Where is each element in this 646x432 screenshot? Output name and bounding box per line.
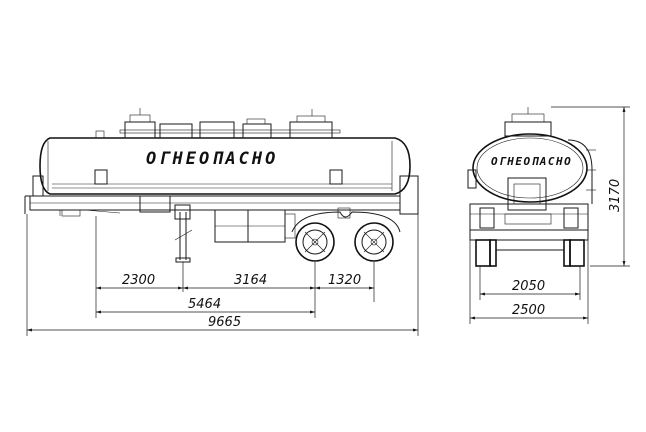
- side-view: ОГНЕОПАСНО: [24, 108, 419, 336]
- dimension-2300: 2300: [122, 273, 155, 288]
- wheel-fenders: [291, 211, 401, 233]
- dimension-9665: 9665: [208, 315, 241, 330]
- rear-side-fitting: [467, 169, 477, 189]
- side-warning-label: ОГНЕОПАСНО: [146, 149, 278, 169]
- side-bracket-left: [94, 169, 108, 185]
- dimension-5464: 5464: [188, 297, 221, 312]
- dimension-track-2050: 2050: [512, 279, 545, 294]
- dimension-3164: 3164: [234, 273, 267, 288]
- axle-wheel-1: [295, 222, 335, 262]
- rear-valve-box: [507, 177, 547, 211]
- side-bracket-right: [329, 169, 343, 185]
- rear-view: ОГНЕОПАСНО: [467, 106, 630, 324]
- rear-tank-shell: [472, 133, 588, 203]
- equipment-cabinet: [214, 209, 296, 243]
- tank-hatches: [95, 108, 341, 139]
- axle-wheel-2: [354, 222, 394, 262]
- rear-ladder: [567, 139, 596, 204]
- dimension-1320: 1320: [328, 273, 361, 288]
- rear-hatch: [504, 107, 552, 137]
- rear-wheels: [475, 239, 585, 267]
- landing-gear: [174, 212, 193, 263]
- rear-warning-label: ОГНЕОПАСНО: [491, 155, 572, 168]
- rear-dimension-lines: [470, 107, 626, 320]
- rear-frame: [469, 203, 589, 241]
- side-dimension-lines: [27, 286, 418, 332]
- dimension-width-2500: 2500: [512, 303, 545, 318]
- dimension-height-3170: 3170: [608, 179, 623, 212]
- suspension-block: [337, 207, 351, 219]
